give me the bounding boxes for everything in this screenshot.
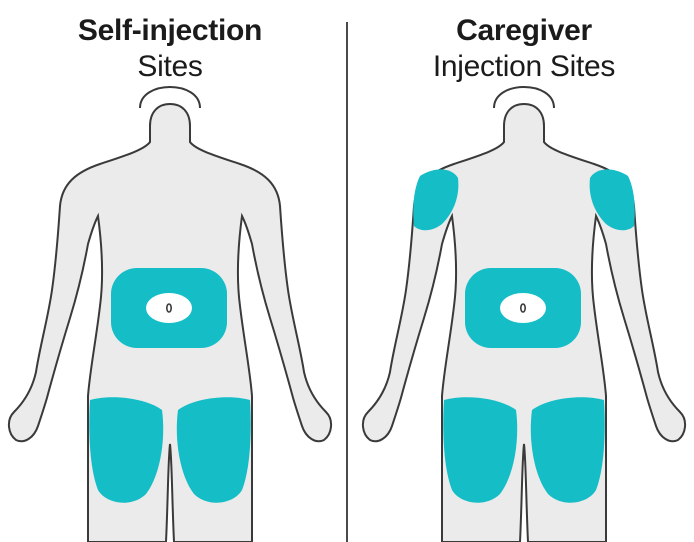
abdomen-injection-site bbox=[111, 268, 227, 348]
self-injection-panel: Self-injection Sites bbox=[0, 0, 340, 542]
left-upper-arm-injection-site bbox=[413, 169, 458, 230]
panel-title: Self-injection bbox=[0, 14, 340, 48]
caregiver-panel: Caregiver Injection Sites bbox=[354, 0, 694, 542]
abdomen-injection-site bbox=[465, 268, 581, 348]
panel-title: Caregiver bbox=[354, 14, 694, 48]
panel-divider bbox=[346, 22, 348, 542]
right-upper-arm-injection-site bbox=[590, 169, 635, 230]
panel-subtitle: Sites bbox=[0, 50, 340, 84]
panel-subtitle: Injection Sites bbox=[354, 50, 694, 84]
